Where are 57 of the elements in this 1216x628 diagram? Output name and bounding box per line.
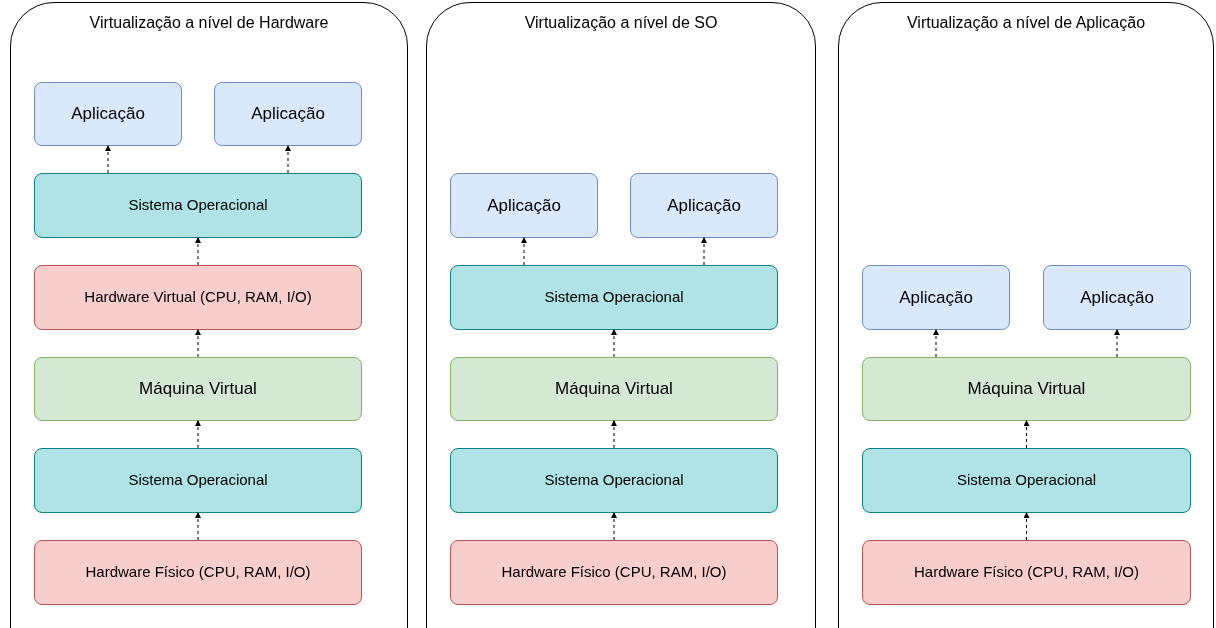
box-label: Sistema Operacional — [544, 288, 684, 307]
panel-frame — [10, 2, 408, 628]
os-box — [34, 448, 362, 513]
arrow — [195, 420, 201, 449]
box-label: Sistema Operacional — [128, 196, 268, 215]
box-label: Hardware Físico (CPU, RAM, I/O) — [85, 563, 311, 582]
hardware-box — [34, 540, 362, 605]
arrow — [611, 420, 617, 449]
box-label: Aplicação — [667, 194, 741, 217]
panel-frame — [838, 2, 1214, 628]
box-label: Sistema Operacional — [128, 471, 268, 490]
box-label: Aplicação — [251, 103, 325, 125]
panel-heading: Virtualização a nível de SO — [524, 13, 718, 33]
arrow — [105, 145, 111, 174]
box-label: Sistema Operacional — [544, 471, 684, 490]
os-box — [450, 265, 778, 330]
box-label: Máquina Virtual — [139, 378, 257, 400]
panel-heading: Virtualização a nível de Aplicação — [906, 13, 1146, 33]
arrow — [521, 237, 527, 266]
arrow — [285, 145, 291, 174]
arrow — [1114, 329, 1120, 358]
box-label: Aplicação — [71, 103, 145, 125]
application-box — [34, 82, 182, 146]
os-box — [450, 448, 778, 513]
arrow — [1023, 420, 1030, 449]
virtual-machine-box — [34, 357, 362, 421]
arrow — [611, 512, 617, 541]
arrow — [195, 237, 201, 266]
box-label: Máquina Virtual — [967, 378, 1086, 400]
arrow — [195, 329, 201, 358]
box-label: Sistema Operacional — [956, 471, 1097, 490]
hardware-box — [862, 540, 1191, 605]
virtual-machine-box — [862, 357, 1191, 421]
box-label: Aplicação — [1080, 286, 1154, 309]
application-box — [450, 173, 598, 238]
box-label: Hardware Físico (CPU, RAM, I/O) — [501, 563, 727, 582]
box-label: Máquina Virtual — [555, 378, 673, 400]
arrow — [611, 329, 617, 358]
box-label: Hardware Virtual (CPU, RAM, I/O) — [84, 288, 312, 307]
arrow — [701, 237, 707, 266]
os-box — [34, 173, 362, 238]
box-label: Aplicação — [487, 194, 561, 217]
application-box — [1043, 265, 1191, 330]
box-label: Hardware Físico (CPU, RAM, I/O) — [914, 563, 1139, 582]
hardware-box — [34, 265, 362, 330]
panel-heading: Virtualização a nível de Hardware — [89, 13, 329, 33]
arrow — [933, 329, 939, 358]
application-box — [214, 82, 362, 146]
box-label: Aplicação — [899, 286, 973, 309]
os-box — [862, 448, 1191, 513]
virtual-machine-box — [450, 357, 778, 421]
panel-frame — [426, 2, 816, 628]
application-box — [630, 173, 778, 238]
application-box — [862, 265, 1010, 330]
arrow — [1023, 512, 1030, 541]
hardware-box — [450, 540, 778, 605]
arrow — [195, 512, 201, 541]
